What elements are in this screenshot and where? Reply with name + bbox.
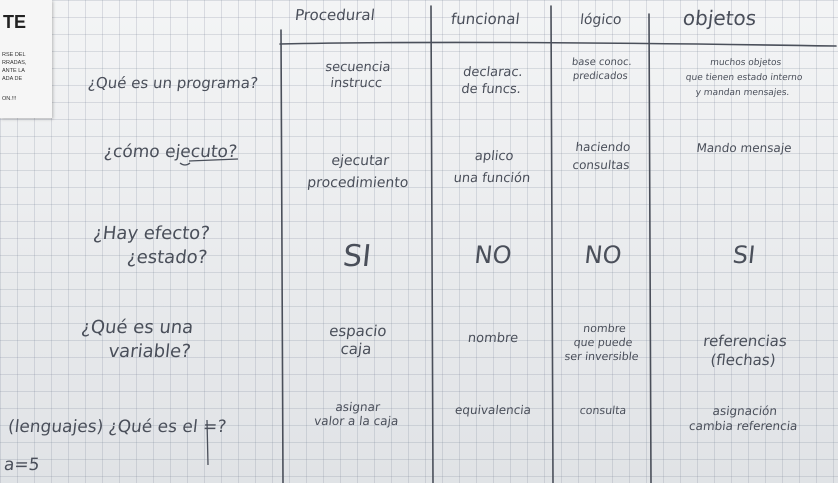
arrow-ejecuto xyxy=(179,162,191,166)
note-line: ON.!!! xyxy=(2,96,17,102)
cell-efecto-logico: NO xyxy=(583,241,623,269)
underline-ejecuto xyxy=(188,158,239,162)
cell-igual-procedural: asignar valor a la caja xyxy=(313,400,400,428)
cell-efecto-procedural: SI xyxy=(341,239,373,274)
cell-igual-logico: consulta xyxy=(579,404,627,417)
cell-variable-procedural: espacio caja xyxy=(328,322,388,358)
cell-variable-funcional: nombre xyxy=(467,331,519,346)
cell-programa-procedural: secuencia instrucc xyxy=(324,60,392,91)
column-line-4 xyxy=(648,13,652,483)
cell-igual-funcional: equivalencia xyxy=(454,403,532,417)
note-line: ADA DE xyxy=(2,76,23,82)
note-line: RRADAS, xyxy=(2,60,27,66)
cell-ejecuto-objetos: Mando mensaje xyxy=(695,141,793,155)
header-procedural: Procedural xyxy=(294,6,376,24)
cell-efecto-funcional: NO xyxy=(473,241,513,269)
note-line: RSE DEL xyxy=(2,52,26,58)
cell-programa-objetos: muchos objetos que tienen estado interno… xyxy=(685,58,803,98)
cell-efecto-objetos: SI xyxy=(731,241,757,269)
cell-programa-funcional: declarac. de funcs. xyxy=(460,65,524,97)
question-ejecuto: ¿cómo ejecuto? xyxy=(102,142,239,162)
cell-ejecuto-procedural: ejecutar procedimiento xyxy=(306,153,410,191)
header-objetos: objetos xyxy=(681,6,758,30)
column-line-1 xyxy=(280,29,284,483)
header-divider xyxy=(279,41,837,47)
note-line: ANTE LA xyxy=(2,68,25,74)
cell-variable-logico: nombre que puede ser inversible xyxy=(563,322,640,363)
cell-ejecuto-logico: haciendo consultas xyxy=(571,140,632,172)
note-heading: TE xyxy=(3,12,27,32)
header-logico: lógico xyxy=(579,12,623,28)
header-funcional: funcional xyxy=(450,10,521,28)
equals-bar xyxy=(206,419,209,466)
question-programa: ¿Qué es un programa? xyxy=(87,74,259,92)
cell-programa-logico: base conoc. predicados xyxy=(571,57,633,82)
question-efecto-estado: ¿Hay efecto? ¿estado? xyxy=(92,223,211,268)
column-line-3 xyxy=(550,5,554,483)
cell-igual-objetos: asignación cambia referencia xyxy=(688,404,799,433)
cell-variable-objetos: referencias (flechas) xyxy=(702,332,788,369)
question-igual: (lenguajes) ¿Qué es el =? a=5 xyxy=(2,417,228,475)
paper-note: TE RSE DEL RRADAS, ANTE LA ADA DE ON.!!! xyxy=(0,0,52,118)
question-variable: ¿Qué es una variable? xyxy=(80,317,195,362)
column-line-2 xyxy=(430,5,434,483)
cell-ejecuto-funcional: aplico una función xyxy=(452,149,531,186)
